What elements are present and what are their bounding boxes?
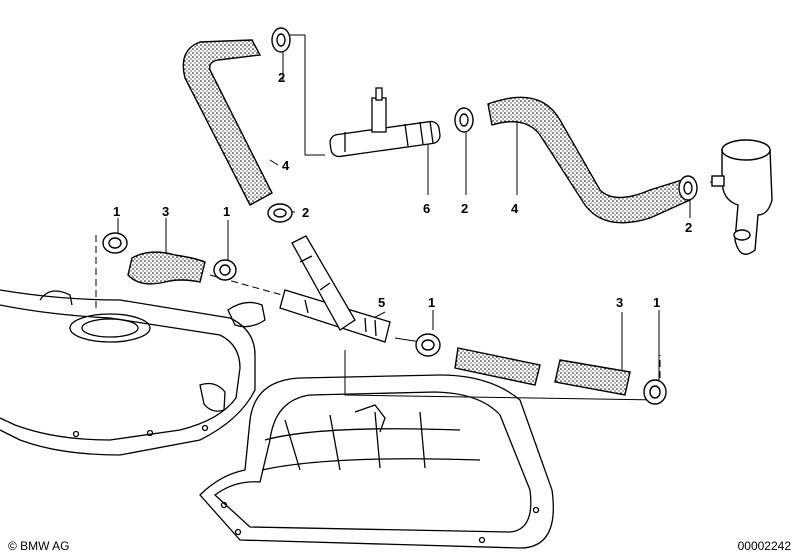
y-connector-5 <box>279 235 391 343</box>
hose-4-upper <box>182 39 273 206</box>
valve-cover-left <box>0 289 266 456</box>
tee-connector-6 <box>329 87 441 158</box>
callout-c1: 2 <box>278 70 285 85</box>
hose-3-right <box>454 347 541 386</box>
callout-c4: 2 <box>461 201 468 216</box>
valve-cover-right <box>199 374 554 549</box>
callout-c7: 2 <box>302 205 309 220</box>
callout-labels: 2 4 6 2 4 2 2 1 3 1 5 1 3 1 <box>113 70 692 310</box>
copyright-text: © BMW AG <box>8 539 70 553</box>
callout-c8: 1 <box>113 204 120 219</box>
callout-c12: 1 <box>428 295 435 310</box>
callout-c6: 2 <box>685 220 692 235</box>
hose-3-left <box>127 251 206 285</box>
callout-c14: 1 <box>653 295 660 310</box>
callout-c2: 4 <box>282 158 290 173</box>
hose-4-right <box>487 96 691 224</box>
callout-c5: 4 <box>511 201 519 216</box>
filter-housing <box>711 139 773 255</box>
diagram-number: 00002242 <box>737 539 791 553</box>
callout-c10: 1 <box>223 204 230 219</box>
callout-c11: 5 <box>378 295 385 310</box>
callout-c3: 6 <box>423 201 430 216</box>
hose-clamps <box>102 27 698 405</box>
callout-c9: 3 <box>162 204 169 219</box>
leader-lines <box>95 34 735 401</box>
hose-3-right-b <box>554 359 631 396</box>
callout-c13: 3 <box>616 295 623 310</box>
